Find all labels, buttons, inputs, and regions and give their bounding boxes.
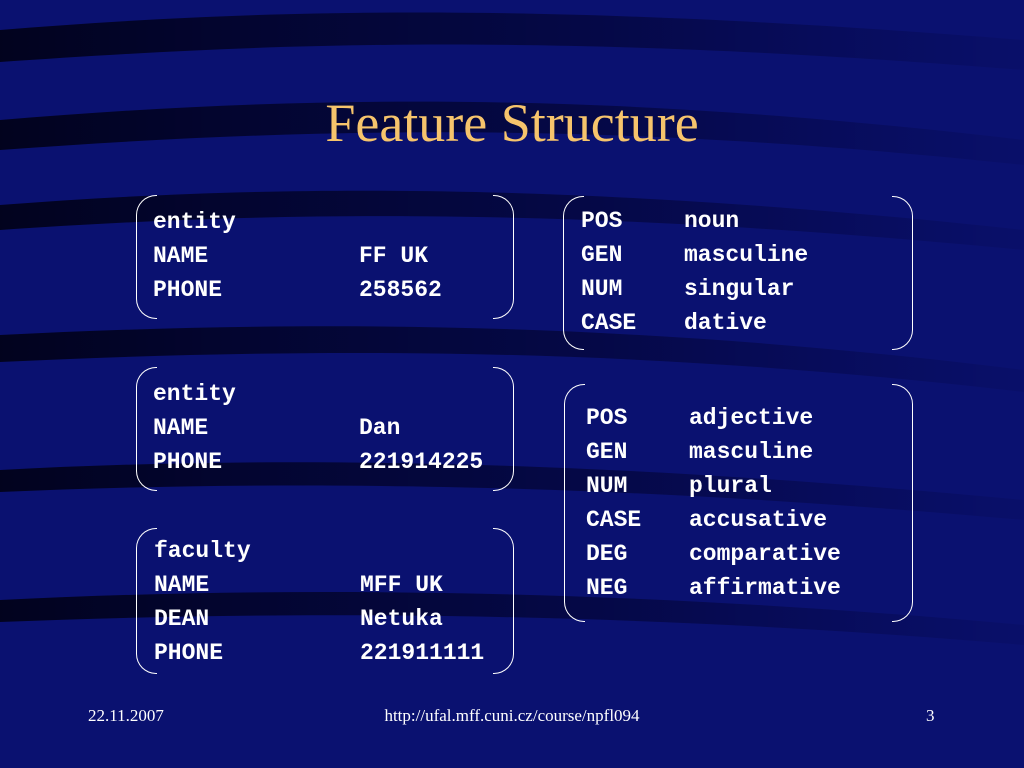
feature-row: NUM singular bbox=[581, 272, 808, 306]
feature-row: GEN masculine bbox=[586, 435, 841, 469]
feature-row: NAME Dan bbox=[153, 411, 483, 445]
feature-structure-faculty: faculty NAME MFF UK DEAN Netuka PHONE 22… bbox=[136, 528, 514, 674]
feature-attribute: NAME bbox=[153, 415, 209, 441]
feature-attribute: NEG bbox=[586, 575, 628, 601]
feature-value: MFF UK bbox=[360, 572, 443, 598]
feature-value: Netuka bbox=[360, 606, 443, 632]
feature-structure-noun: POS noun GEN masculine NUM singular CASE… bbox=[563, 196, 913, 350]
feature-row: CASE dative bbox=[581, 306, 808, 340]
left-bracket bbox=[564, 384, 585, 622]
feature-value: noun bbox=[684, 208, 740, 234]
feature-value: 221911111 bbox=[360, 640, 485, 666]
feature-type: entity bbox=[153, 381, 236, 407]
feature-row: CASE accusative bbox=[586, 503, 841, 537]
feature-structure-entity-2: entity NAME Dan PHONE 221914225 bbox=[136, 367, 514, 491]
slide-title: Feature Structure bbox=[325, 93, 699, 153]
feature-attribute: PHONE bbox=[153, 449, 223, 475]
right-bracket bbox=[892, 196, 913, 350]
feature-value: accusative bbox=[689, 507, 828, 533]
feature-attribute: POS bbox=[581, 208, 623, 234]
feature-attribute: NUM bbox=[581, 276, 623, 302]
feature-structure-entity-1: entity NAME FF UK PHONE 258562 bbox=[136, 195, 514, 319]
feature-attribute: GEN bbox=[586, 439, 628, 465]
feature-value: affirmative bbox=[689, 575, 841, 601]
feature-row: NAME FF UK bbox=[153, 239, 442, 273]
feature-attribute: PHONE bbox=[153, 277, 223, 303]
right-bracket bbox=[493, 528, 514, 674]
feature-value: comparative bbox=[689, 541, 841, 567]
feature-attribute: NUM bbox=[586, 473, 628, 499]
feature-row: POS adjective bbox=[586, 401, 841, 435]
footer-date: 22.11.2007 bbox=[88, 706, 164, 725]
feature-value: masculine bbox=[684, 242, 809, 268]
feature-attribute: PHONE bbox=[154, 640, 224, 666]
feature-attribute: CASE bbox=[586, 507, 642, 533]
feature-row: DEAN Netuka bbox=[154, 602, 484, 636]
feature-value: masculine bbox=[689, 439, 814, 465]
right-bracket bbox=[493, 367, 514, 491]
feature-value: singular bbox=[684, 276, 795, 302]
feature-row: PHONE 221911111 bbox=[154, 636, 484, 670]
feature-value: 221914225 bbox=[359, 449, 484, 475]
feature-attribute: GEN bbox=[581, 242, 623, 268]
feature-attribute: NAME bbox=[154, 572, 210, 598]
feature-value: Dan bbox=[359, 415, 401, 441]
feature-type: faculty bbox=[154, 538, 251, 564]
feature-value: FF UK bbox=[359, 243, 429, 269]
feature-attribute: DEG bbox=[586, 541, 628, 567]
feature-row: NUM plural bbox=[586, 469, 841, 503]
feature-row: NEG affirmative bbox=[586, 571, 841, 605]
feature-type: entity bbox=[153, 209, 236, 235]
feature-row: POS noun bbox=[581, 204, 808, 238]
feature-attribute: DEAN bbox=[154, 606, 210, 632]
feature-value: 258562 bbox=[359, 277, 442, 303]
feature-value: dative bbox=[684, 310, 767, 336]
feature-row: PHONE 221914225 bbox=[153, 445, 483, 479]
footer-url: http://ufal.mff.cuni.cz/course/npfl094 bbox=[384, 706, 640, 725]
feature-row: DEG comparative bbox=[586, 537, 841, 571]
right-bracket bbox=[892, 384, 913, 622]
feature-row: NAME MFF UK bbox=[154, 568, 484, 602]
feature-value: adjective bbox=[689, 405, 814, 431]
feature-row: PHONE 258562 bbox=[153, 273, 442, 307]
feature-attribute: CASE bbox=[581, 310, 637, 336]
feature-attribute: NAME bbox=[153, 243, 209, 269]
footer-page-number: 3 bbox=[926, 706, 935, 725]
feature-value: plural bbox=[689, 473, 772, 499]
right-bracket bbox=[493, 195, 514, 319]
feature-row: GEN masculine bbox=[581, 238, 808, 272]
feature-attribute: POS bbox=[586, 405, 628, 431]
feature-structure-adjective: POS adjective GEN masculine NUM plural C… bbox=[564, 384, 913, 622]
